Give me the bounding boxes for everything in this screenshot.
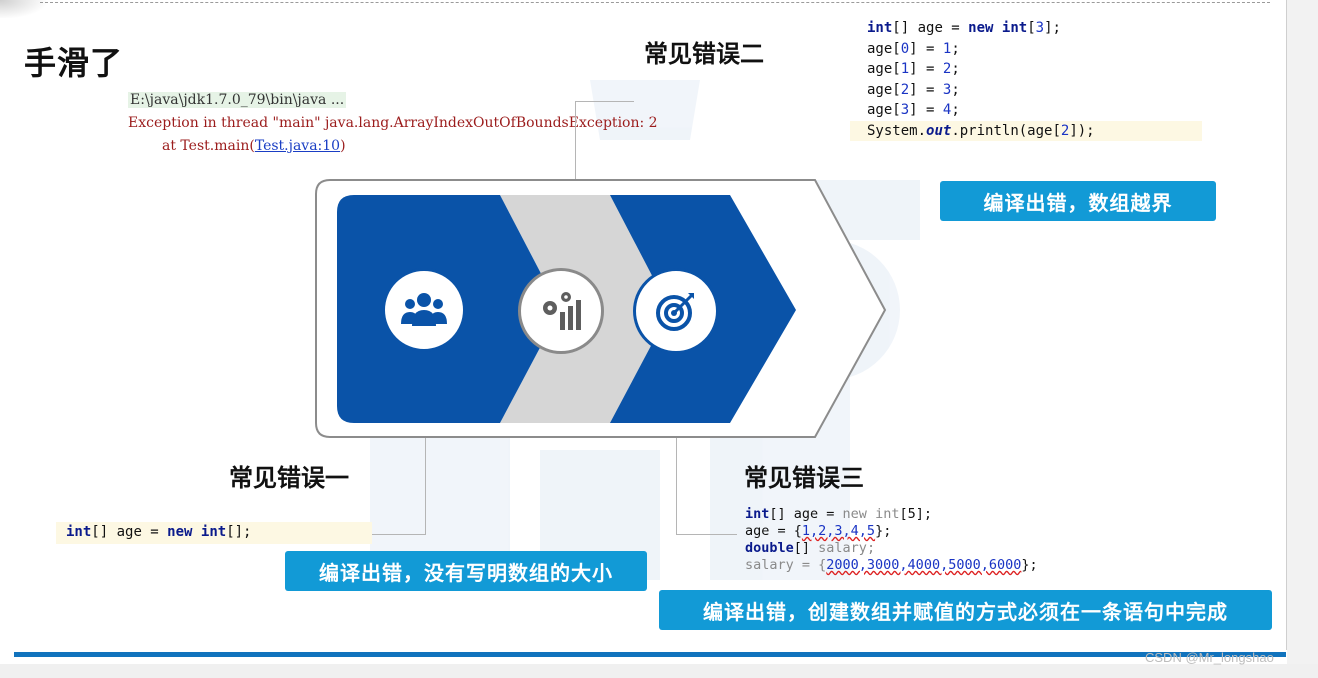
error3-heading: 常见错误三 [744,464,864,492]
stack-prefix: at Test.main( [162,138,255,154]
console-stack-line: at Test.main(Test.java:10) [128,135,658,158]
error2-code: int[] age = new int[3];age[0] = 1;age[1]… [850,18,1202,141]
console-exception: Exception in thread "main" java.lang.Arr… [128,115,658,131]
csdn-watermark: CSDN @Mr_longshao [1145,650,1274,665]
leader-line-error2 [575,101,634,196]
error2-heading: 常见错误二 [644,40,764,68]
error3-callout: 编译出错，创建数组并赋值的方式必须在一条语句中完成 [659,590,1272,630]
error2-callout: 编译出错，数组越界 [940,181,1216,221]
slide-title: 手滑了 [24,44,124,82]
corner-shadow [0,0,46,18]
bottom-margin [0,664,1318,678]
right-border [1286,0,1287,650]
bottom-rule [14,652,1286,657]
console-output: E:\java\jdk1.7.0_79\bin\java ... Excepti… [128,89,658,158]
leader-line-error3 [676,422,737,535]
right-margin [1287,0,1318,678]
error1-code: int[] age = new int[]; [56,522,372,544]
error3-code: int[] age = new int[5];age = {1,2,3,4,5}… [745,506,1038,573]
target-icon [633,268,719,354]
gear-chart-icon [518,268,604,354]
team-icon [382,268,466,352]
leader-line-error1 [365,422,426,535]
error1-callout: 编译出错，没有写明数组的大小 [285,551,647,591]
stack-suffix: ) [340,138,346,154]
dashed-top-border [40,2,1270,3]
error1-heading: 常见错误一 [229,464,349,492]
stack-link[interactable]: Test.java:10 [254,138,341,154]
console-command: E:\java\jdk1.7.0_79\bin\java ... [128,92,347,108]
